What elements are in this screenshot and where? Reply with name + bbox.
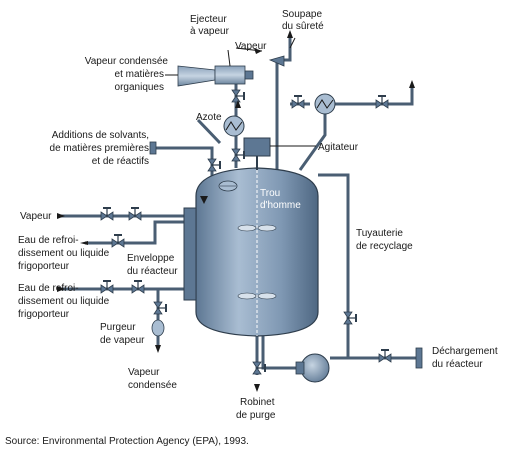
valve-icon — [343, 311, 358, 325]
jacket-label: Enveloppe — [127, 253, 175, 264]
valve-icon — [231, 148, 246, 162]
ejector-label: Ejecteur — [190, 14, 227, 25]
condensed-label-3: organiques — [115, 82, 164, 93]
ejector-label-2: à vapeur — [190, 26, 230, 37]
valve-icon — [128, 206, 142, 221]
drain-valve-label-2: de purge — [236, 410, 276, 421]
discharge-label: Déchargement — [432, 346, 498, 357]
additions-label-2: de matières premières — [50, 143, 149, 154]
pipes — [60, 35, 418, 375]
valve-icon — [131, 279, 145, 294]
valve-icon — [291, 94, 305, 109]
cooling-in-label: Eau de refroi- — [18, 283, 79, 294]
ejector-icon — [177, 65, 254, 87]
additions-label-3: et de réactifs — [92, 156, 149, 167]
valve-icon — [378, 348, 392, 363]
condensate-label: Vapeur — [128, 367, 160, 378]
arrow-icon — [409, 80, 415, 88]
arrow-icon — [155, 345, 161, 353]
arrow-icon — [287, 30, 293, 38]
cooling-in-label-3: frigoporteur — [18, 309, 70, 320]
condensed-label: Vapeur condensée — [85, 56, 169, 67]
nitrogen-label: Azote — [196, 112, 222, 123]
steam-trap-label: Purgeur — [100, 322, 136, 333]
arrow-icon — [57, 213, 65, 219]
safety-valve-icon — [268, 55, 285, 67]
condensate-label-2: condensée — [128, 380, 177, 391]
safety-valve-label-2: du sûreté — [282, 21, 324, 32]
source-note: Source: Environmental Protection Agency … — [5, 436, 249, 447]
agitator-icon — [237, 224, 277, 300]
cooling-in-label-2: dissement ou liquide — [18, 296, 110, 307]
recycle-label: Tuyauterie — [356, 228, 403, 239]
valve-icon — [153, 301, 168, 315]
steam-left-label: Vapeur — [20, 211, 52, 222]
agitator-label: Agitateur — [318, 142, 359, 153]
steam-trap-icon — [151, 319, 165, 337]
valve-icon — [100, 279, 114, 294]
arrow-icon — [200, 196, 208, 204]
cooling-out-label: Eau de refroi- — [18, 235, 79, 246]
steam-top-label: Vapeur — [235, 41, 267, 52]
valves — [100, 55, 423, 375]
cooling-out-label-3: frigoporteur — [18, 261, 70, 272]
leader-lines — [165, 37, 316, 147]
jacket-label-2: du réacteur — [127, 266, 178, 277]
manhole-icon — [218, 180, 238, 192]
arrow-icon — [80, 241, 88, 245]
manhole-label-2: d'homme — [260, 200, 301, 211]
steam-trap-label-2: de vapeur — [100, 335, 145, 346]
agitator-motor — [243, 137, 271, 157]
heat-exchanger-icon — [314, 93, 336, 115]
manhole-label: Trou — [260, 188, 280, 199]
condensed-label-2: et matières — [115, 69, 164, 80]
pump-icon — [295, 353, 330, 383]
safety-valve-label: Soupape — [282, 9, 322, 20]
valve-icon — [111, 233, 125, 248]
arrow-icon — [235, 100, 241, 108]
valve-icon — [207, 158, 222, 172]
reactor-vessel — [183, 137, 319, 337]
additions-label: Additions de solvants, — [52, 130, 149, 141]
drain-valve-label: Robinet — [240, 397, 275, 408]
labels: Ejecteur à vapeur Vapeur Soupape du sûre… — [5, 9, 498, 447]
cooling-out-label-2: dissement ou liquide — [18, 248, 110, 259]
flow-arrows — [57, 30, 415, 392]
discharge-label-2: du réacteur — [432, 359, 483, 370]
arrow-icon — [254, 384, 260, 392]
heat-exchanger-icon — [223, 115, 245, 137]
arrow-icon — [57, 286, 65, 292]
valve-icon — [231, 89, 246, 103]
valve-icon — [100, 206, 114, 221]
valve-icon — [375, 94, 389, 109]
recycle-label-2: de recyclage — [356, 241, 413, 252]
